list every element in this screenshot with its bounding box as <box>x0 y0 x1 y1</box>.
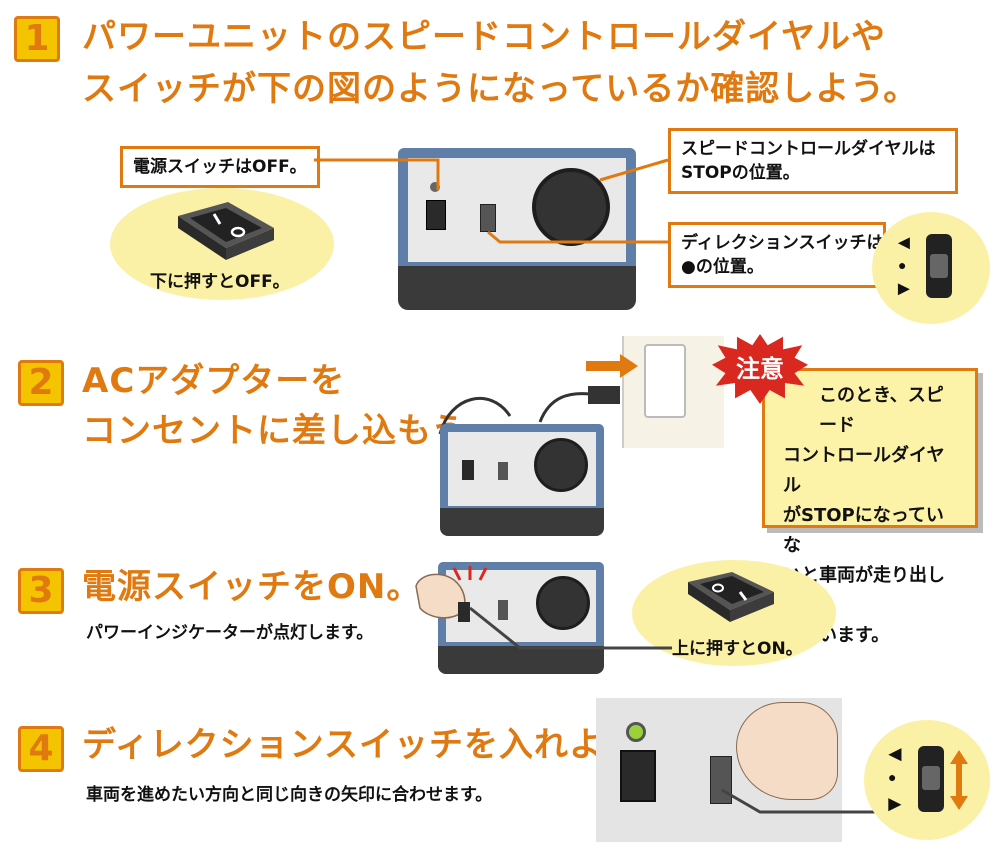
step-2-heading-line1: ACアダプターを <box>82 361 346 401</box>
step-3-number: 3 <box>28 570 54 611</box>
step-1-number: 1 <box>24 18 50 59</box>
speed-dial <box>534 438 588 492</box>
on-caption: 上に押すとON。 <box>672 639 803 659</box>
step-3-badge: 3 <box>18 568 64 614</box>
power-indicator-lit <box>626 722 646 742</box>
direction-switch-knob <box>922 766 940 790</box>
direction-symbols-step1: ◄ ● ► <box>894 232 984 302</box>
unit-base <box>398 266 636 310</box>
step-2-heading-line2: コンセントに差し込もう。 <box>82 411 499 451</box>
direction-symbols-step4: ◄ ● ► <box>884 742 984 816</box>
arrow-left-icon: ◄ <box>894 232 914 254</box>
unit-base <box>438 646 604 674</box>
outlet-plate <box>644 344 686 418</box>
off-caption: 下に押すとOFF。 <box>150 272 290 292</box>
direction-switch-knob <box>930 254 948 278</box>
step-4-subtext: 車両を進めたい方向と同じ向きの矢印に合わせます。 <box>86 785 493 805</box>
speed-dial-callout: スピードコントロールダイヤルは STOPの位置。 <box>668 128 958 194</box>
power-unit-step2 <box>440 424 604 536</box>
arrow-right-icon: ► <box>894 278 914 300</box>
warning-label: 注意 <box>736 355 784 383</box>
power-indicator <box>430 182 440 192</box>
speed-dial-callout-line2: STOPの位置。 <box>681 163 800 183</box>
closeup-panel <box>596 698 842 842</box>
step-4-number: 4 <box>28 728 54 769</box>
finger-press-illustration <box>415 573 470 622</box>
power-switch <box>426 200 446 230</box>
direction-switch <box>498 462 508 480</box>
plug-arrow-icon <box>586 354 638 378</box>
power-switch-callout: 電源スイッチはOFF。 <box>120 146 320 188</box>
direction-switch <box>498 600 508 620</box>
step-2-number: 2 <box>28 362 54 403</box>
direction-callout-line2: ●の位置。 <box>681 257 764 277</box>
dot-icon: ● <box>888 769 897 785</box>
step-2-badge: 2 <box>18 360 64 406</box>
direction-callout-line1: ディレクションスイッチは <box>681 233 884 253</box>
power-switch <box>462 460 474 480</box>
step-1-badge: 1 <box>14 16 60 62</box>
speed-dial <box>532 168 610 246</box>
rocker-switch-off-illustration <box>178 202 274 260</box>
step-1-heading-line1: パワーユニットのスピードコントロールダイヤルや <box>82 17 886 57</box>
power-unit-step3 <box>438 562 604 674</box>
speed-dial-callout-line1: スピードコントロールダイヤルは <box>681 139 936 159</box>
power-switch <box>620 750 656 802</box>
arrow-right-icon: ► <box>884 791 906 816</box>
speed-dial <box>536 576 590 630</box>
direction-switch-callout: ディレクションスイッチは ●の位置。 <box>668 222 886 288</box>
step-1-heading-line2: スイッチが下の図のようになっているか確認しよう。 <box>82 69 919 109</box>
rocker-switch-on-illustration <box>688 572 774 622</box>
direction-switch <box>480 204 496 232</box>
step-3-heading: 電源スイッチをON。 <box>82 567 422 607</box>
indicator-glow-icon <box>452 566 488 581</box>
step-3-subtext: パワーインジケーターが点灯します。 <box>86 623 374 643</box>
adapter-cable <box>438 386 620 435</box>
power-switch-callout-text: 電源スイッチはOFF。 <box>133 157 307 177</box>
arrow-left-icon: ◄ <box>884 741 906 766</box>
step-4-badge: 4 <box>18 726 64 772</box>
hand-illustration <box>736 702 838 800</box>
warning-line-1: このとき、スピード <box>819 385 944 436</box>
step-4-heading: ディレクションスイッチを入れよう。 <box>82 725 672 765</box>
warning-line-3: がSTOPになっていな <box>783 505 944 556</box>
unit-base <box>440 508 604 536</box>
warning-line-2: コントロールダイヤル <box>783 445 945 496</box>
up-down-arrow-icon <box>950 750 968 810</box>
dot-icon: ● <box>898 257 907 273</box>
